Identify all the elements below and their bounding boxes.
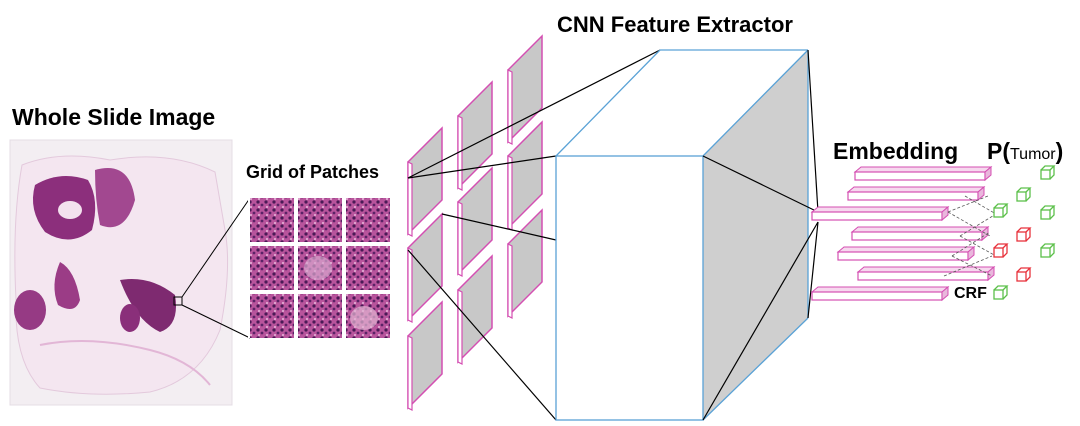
cnn-to-embedding-lines <box>702 49 819 421</box>
tumor-positive-cube <box>1016 267 1032 282</box>
slab-to-cnn-lines <box>407 49 661 421</box>
patch-grid <box>248 196 392 338</box>
embedding-bar <box>853 165 993 182</box>
tumor-negative-cube <box>1040 205 1056 220</box>
whole-slide-image-title: Whole Slide Image <box>12 104 216 130</box>
patch-slab <box>407 300 443 411</box>
embedding-bar <box>856 265 996 282</box>
cnn-feature-extractor-title: CNN Feature Extractor <box>557 12 793 37</box>
p-close: ) <box>1055 138 1064 164</box>
p-tumor-title: P(Tumor) <box>987 138 1063 165</box>
crf-label: CRF <box>954 285 987 302</box>
patch-slab <box>407 212 443 323</box>
whole-slide-image <box>9 139 233 406</box>
tumor-negative-cube <box>1040 165 1056 180</box>
p-open: P( <box>987 138 1010 164</box>
zoom-line-bottom <box>181 304 251 339</box>
tumor-negative-cube <box>1040 243 1056 258</box>
tumor-negative-cube <box>993 203 1009 218</box>
crf-connections <box>943 195 997 277</box>
embedding-bars <box>810 165 996 302</box>
patch-slab <box>507 120 543 231</box>
p-tumor-word: Tumor <box>1010 146 1056 163</box>
patch-slab <box>457 80 493 191</box>
cnn-cube <box>555 49 809 421</box>
embedding-bar <box>810 205 950 222</box>
embedding-bar <box>850 225 990 242</box>
tumor-probability-cubes <box>993 165 1056 300</box>
zoom-line-top <box>181 197 251 298</box>
embedding-bar <box>810 285 950 302</box>
embedding-title: Embedding <box>833 138 959 164</box>
embedding-bar <box>836 245 976 262</box>
tumor-positive-cube <box>1016 227 1032 242</box>
patch-slab <box>507 208 543 319</box>
tumor-negative-cube <box>1016 187 1032 202</box>
tumor-positive-cube <box>993 243 1009 258</box>
grid-of-patches-title: Grid of Patches <box>246 162 380 182</box>
patch-slab <box>507 34 543 145</box>
patch-slabs <box>407 34 543 411</box>
embedding-bar <box>846 185 986 202</box>
patch-slab <box>407 126 443 237</box>
patch-slab <box>457 254 493 365</box>
tumor-negative-cube <box>993 285 1009 300</box>
